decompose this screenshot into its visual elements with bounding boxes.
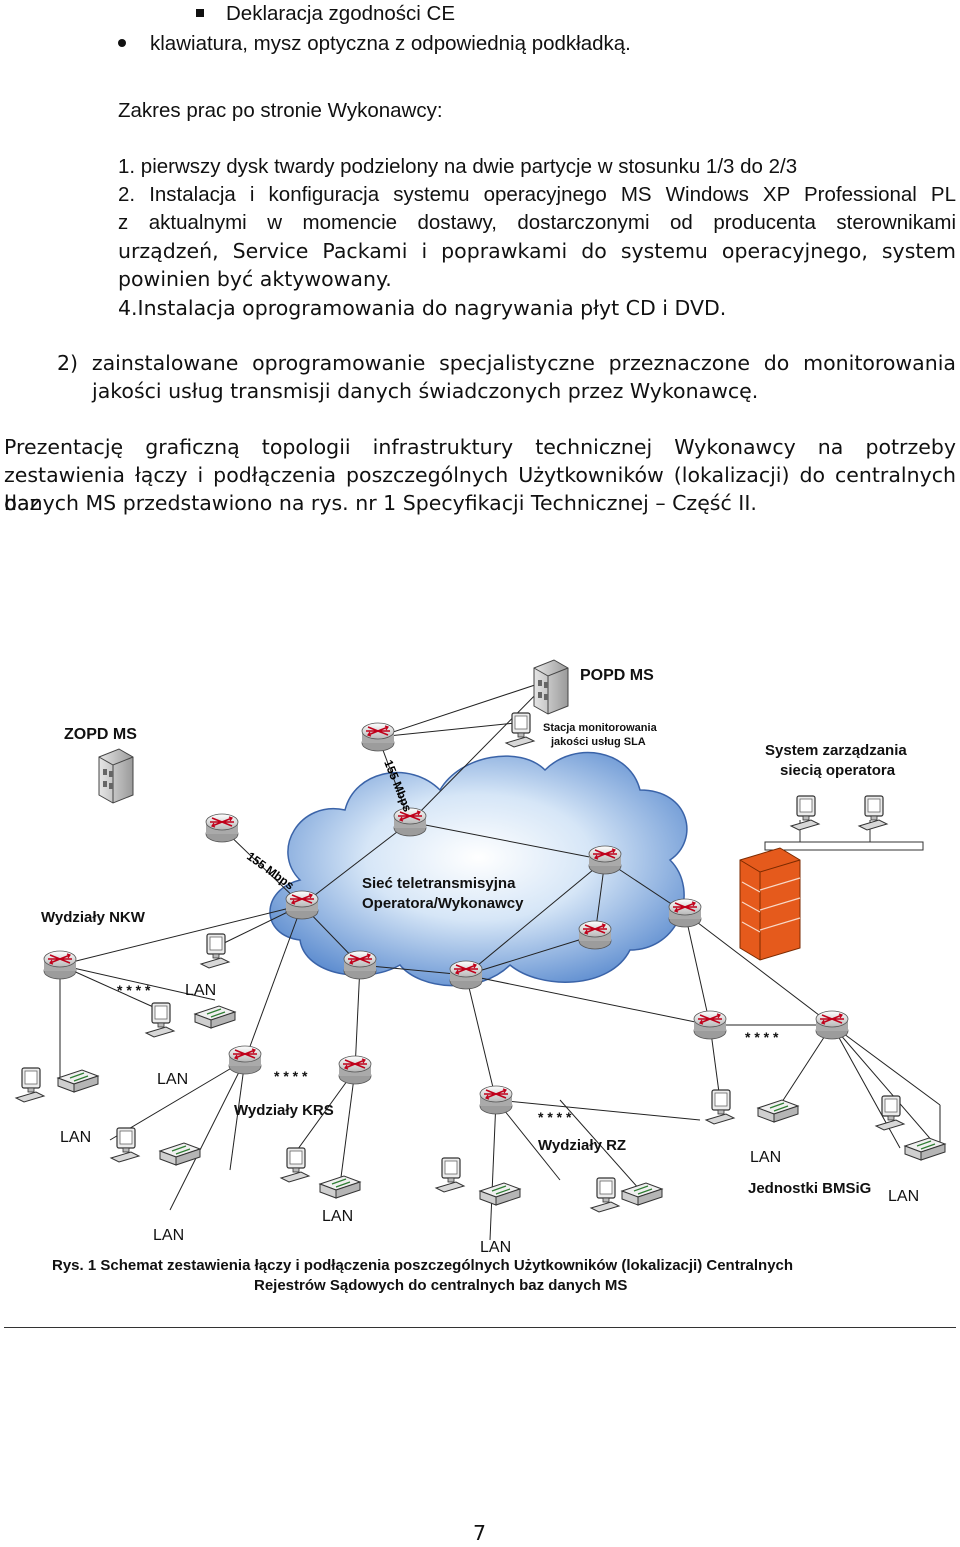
management-bus bbox=[764, 820, 924, 851]
firewall-icon bbox=[739, 847, 801, 961]
switch-icon bbox=[621, 1182, 663, 1206]
lan-label: LAN bbox=[750, 1149, 782, 1166]
workstation-icon bbox=[435, 1157, 465, 1193]
router-icon bbox=[479, 1085, 513, 1115]
router-icon bbox=[285, 890, 319, 920]
figure-caption: Rejestrów Sądowych do centralnych baz da… bbox=[254, 1277, 628, 1294]
workstation-icon bbox=[280, 1147, 310, 1183]
workstation-icon bbox=[15, 1067, 45, 1103]
switch-icon bbox=[479, 1182, 521, 1206]
router-icon bbox=[815, 1010, 849, 1040]
bullet-text: klawiatura, mysz optyczna z odpowiednią … bbox=[150, 32, 631, 55]
lan-label: LAN bbox=[888, 1188, 920, 1205]
network-cloud bbox=[269, 751, 688, 987]
switch-icon bbox=[904, 1137, 946, 1161]
stars-label: * * * * bbox=[274, 1068, 308, 1084]
bullet-item: Deklaracja zgodności CE bbox=[196, 0, 455, 28]
lan-label: LAN bbox=[157, 1071, 189, 1088]
lan-label: LAN bbox=[480, 1239, 512, 1256]
paragraph-line: 2) zainstalowane oprogramowanie specjali… bbox=[57, 351, 956, 375]
workstation-icon bbox=[590, 1177, 620, 1213]
round-bullet-icon bbox=[118, 39, 126, 47]
router-icon bbox=[578, 920, 612, 950]
popd-label: POPD MS bbox=[580, 667, 654, 684]
workstation-icon bbox=[858, 795, 888, 831]
square-bullet-icon bbox=[196, 9, 204, 17]
lan-label: LAN bbox=[322, 1208, 354, 1225]
paragraph-line: jakości usług transmisji danych świadczo… bbox=[92, 379, 759, 403]
rz-label: Wydziały RZ bbox=[538, 1137, 627, 1154]
switch-icon bbox=[757, 1099, 799, 1123]
bullet-item: klawiatura, mysz optyczna z odpowiednią … bbox=[118, 30, 631, 58]
router-icon bbox=[343, 950, 377, 980]
bmsig-label: Jednostki BMSiG bbox=[748, 1180, 872, 1197]
switch-icon bbox=[194, 1005, 236, 1029]
sla-station-label: jakości usług SLA bbox=[551, 736, 646, 748]
section-heading: Zakres prac po stronie Wykonawcy: bbox=[118, 99, 443, 122]
list-item: 1. pierwszy dysk twardy podzielony na dw… bbox=[118, 155, 798, 178]
router-icon bbox=[43, 950, 77, 980]
list-item: 4.Instalacja oprogramowania do nagrywani… bbox=[118, 296, 727, 320]
lan-label: LAN bbox=[153, 1227, 185, 1244]
workstation-icon bbox=[145, 1002, 175, 1038]
paragraph-line: danych MS przedstawiono na rys. nr 1 Spe… bbox=[4, 491, 757, 515]
stars-label: * * * * bbox=[538, 1109, 572, 1125]
footer-divider bbox=[4, 1327, 956, 1328]
bullet-text: Deklaracja zgodności CE bbox=[226, 2, 456, 25]
server-icon bbox=[533, 659, 569, 715]
krs-label: Wydziały KRS bbox=[234, 1102, 334, 1119]
switch-icon bbox=[57, 1069, 99, 1093]
management-system-label: siecią operatora bbox=[780, 762, 896, 779]
workstation-icon bbox=[200, 933, 230, 969]
stars-label: * * * * bbox=[745, 1029, 779, 1045]
stars-label: * * * * bbox=[117, 982, 151, 998]
workstation-icon bbox=[790, 795, 820, 831]
switch-icon bbox=[319, 1175, 361, 1199]
router-icon bbox=[228, 1045, 262, 1075]
list-item-line: powinien być aktywowany. bbox=[118, 267, 392, 291]
router-icon bbox=[205, 813, 239, 843]
paragraph-line: zestawienia łączy i podłączenia poszczeg… bbox=[4, 463, 956, 515]
router-icon bbox=[668, 898, 702, 928]
sla-station-label: Stacja monitorowania bbox=[543, 722, 657, 734]
router-icon bbox=[588, 845, 622, 875]
list-item-line: 2. Instalacja i konfiguracja systemu ope… bbox=[118, 183, 956, 206]
workstation-icon bbox=[110, 1127, 140, 1163]
router-icon bbox=[361, 722, 395, 752]
workstation-icon bbox=[705, 1089, 735, 1125]
paragraph-line: Prezentację graficzną topologii infrastr… bbox=[4, 435, 956, 459]
router-icon bbox=[693, 1010, 727, 1040]
lan-label: LAN bbox=[60, 1129, 92, 1146]
list-item-line: urządzeń, Service Packami i poprawkami d… bbox=[118, 239, 956, 263]
nkw-label: Wydziały NKW bbox=[41, 909, 145, 926]
lan-label: LAN bbox=[185, 982, 217, 999]
router-icon bbox=[449, 960, 483, 990]
list-item-line: z aktualnymi w momencie dostawy, dostarc… bbox=[118, 211, 956, 234]
page-number: 7 bbox=[473, 1521, 487, 1545]
workstation-icon bbox=[505, 712, 535, 748]
zopd-label: ZOPD MS bbox=[64, 726, 137, 743]
router-icon bbox=[393, 807, 427, 837]
network-label: Operatora/Wykonawcy bbox=[362, 895, 524, 912]
server-icon bbox=[98, 748, 134, 804]
figure-caption: Rys. 1 Schemat zestawienia łączy i podłą… bbox=[52, 1257, 794, 1274]
router-icon bbox=[338, 1055, 372, 1085]
management-system-label: System zarządzania bbox=[765, 742, 907, 759]
network-diagram: 155 Mbps 155 Mbps bbox=[15, 659, 946, 1241]
network-label: Sieć teletransmisyjna bbox=[362, 875, 516, 892]
